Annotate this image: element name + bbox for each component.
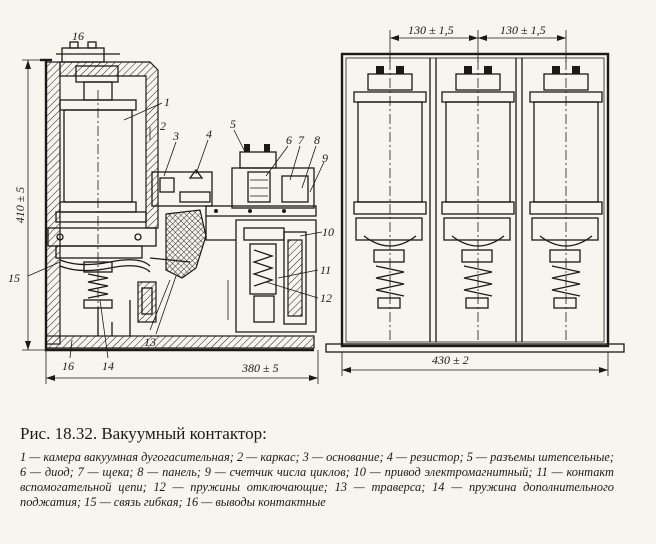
pitch-dimensions	[389, 30, 567, 62]
callout-10: 10	[322, 225, 334, 239]
figure-caption: Рис. 18.32. Вакуумный контактор:	[20, 424, 267, 443]
front-width-dimension	[341, 352, 609, 376]
side-view-leaders	[27, 102, 325, 359]
side-view: 1 2 3 4 5 6 7 8 9 10 11 12 13 14 15 16 1…	[8, 29, 334, 384]
height-dimension-label: 410 ± 5	[13, 187, 27, 224]
callout-3: 3	[172, 129, 179, 143]
drive-block	[205, 216, 317, 333]
base-and-lower-mechanism	[47, 211, 157, 336]
callout-1: 1	[164, 95, 170, 109]
pole-1	[353, 60, 427, 342]
pitch-2-label: 130 ± 1,5	[500, 23, 546, 37]
callout-9: 9	[322, 151, 328, 165]
callout-12: 12	[320, 291, 332, 305]
callout-6: 6	[286, 133, 292, 147]
callout-16-top: 16	[72, 29, 84, 43]
pitch-1-label: 130 ± 1,5	[408, 23, 454, 37]
vacuum-chamber	[59, 90, 137, 336]
pole-2	[441, 60, 515, 342]
callout-8: 8	[314, 133, 320, 147]
callout-7: 7	[298, 133, 305, 147]
front-width-label: 430 ± 2	[432, 353, 469, 367]
height-dimension	[22, 59, 46, 351]
callout-5: 5	[230, 117, 236, 131]
callout-4: 4	[206, 127, 212, 141]
callout-11: 11	[320, 263, 331, 277]
terminals-top	[56, 41, 120, 101]
callout-16-bottom: 16	[62, 359, 74, 373]
callout-15: 15	[8, 271, 20, 285]
frame-outline	[40, 58, 315, 352]
front-frame	[325, 52, 625, 353]
upper-electrical-block	[151, 144, 317, 217]
front-view: 130 ± 1,5 130 ± 1,5 430 ± 2	[325, 23, 625, 376]
callout-2: 2	[160, 119, 166, 133]
figure-legend: 1 — камера вакуумная дугогасительная; 2 …	[20, 450, 614, 509]
callout-13: 13	[144, 335, 156, 349]
traverse	[149, 209, 207, 331]
pole-3	[529, 60, 603, 342]
contactor-drawing: 1 2 3 4 5 6 7 8 9 10 11 12 13 14 15 16 1…	[8, 23, 625, 384]
width-dimension-label: 380 ± 5	[241, 361, 279, 375]
callout-14: 14	[102, 359, 114, 373]
width-dimension	[45, 350, 319, 384]
